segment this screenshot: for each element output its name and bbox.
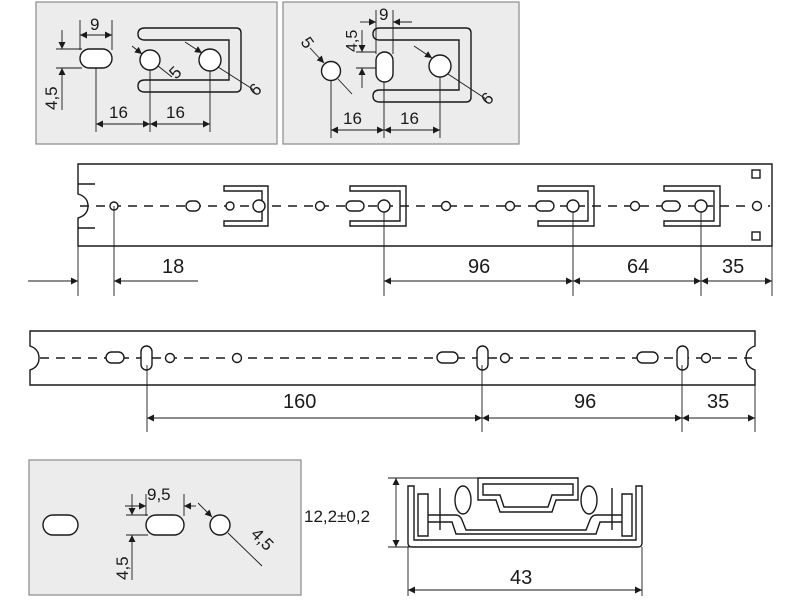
d1-dim-16-a: 16 — [109, 103, 128, 122]
d1-dim-16-b: 16 — [166, 103, 185, 122]
d1-dim-4-5: 4,5 — [42, 86, 61, 110]
d2-dim-16-a: 16 — [343, 109, 362, 128]
detail-box-2: 9 4,5 5 6 16 16 — [282, 1, 520, 145]
rail-mid-dim-160: 160 — [283, 391, 316, 413]
d1-dim-9: 9 — [90, 15, 99, 34]
rail-mid-dim-35: 35 — [707, 391, 729, 413]
rail-top-dim-18: 18 — [162, 256, 184, 278]
rail-top-dim-35: 35 — [722, 256, 744, 278]
d3-dim-4-5-a: 4,5 — [113, 556, 132, 580]
d2-dim-4-5: 4,5 — [344, 30, 361, 52]
d3-dim-9-5: 9,5 — [147, 485, 171, 504]
rail-mid-dim-96: 96 — [574, 391, 596, 413]
profile-dim-height: 12,2±0,2 — [304, 507, 370, 526]
detail-box-1: 9 4,5 5 6 16 16 — [35, 1, 278, 145]
profile-dim-width: 43 — [510, 567, 532, 589]
d2-dim-16-b: 16 — [400, 109, 419, 128]
profile-section: 12,2±0,2 43 — [304, 477, 643, 596]
rail-top-dim-64: 64 — [627, 256, 649, 278]
rail-middle: 160 96 35 — [29, 330, 756, 432]
rail-top-dim-96: 96 — [468, 256, 490, 278]
rail-top: 18 96 64 35 — [28, 163, 773, 296]
d2-dim-9: 9 — [379, 5, 388, 24]
detail-box-3: 9,5 4,5 4,5 — [28, 459, 302, 596]
